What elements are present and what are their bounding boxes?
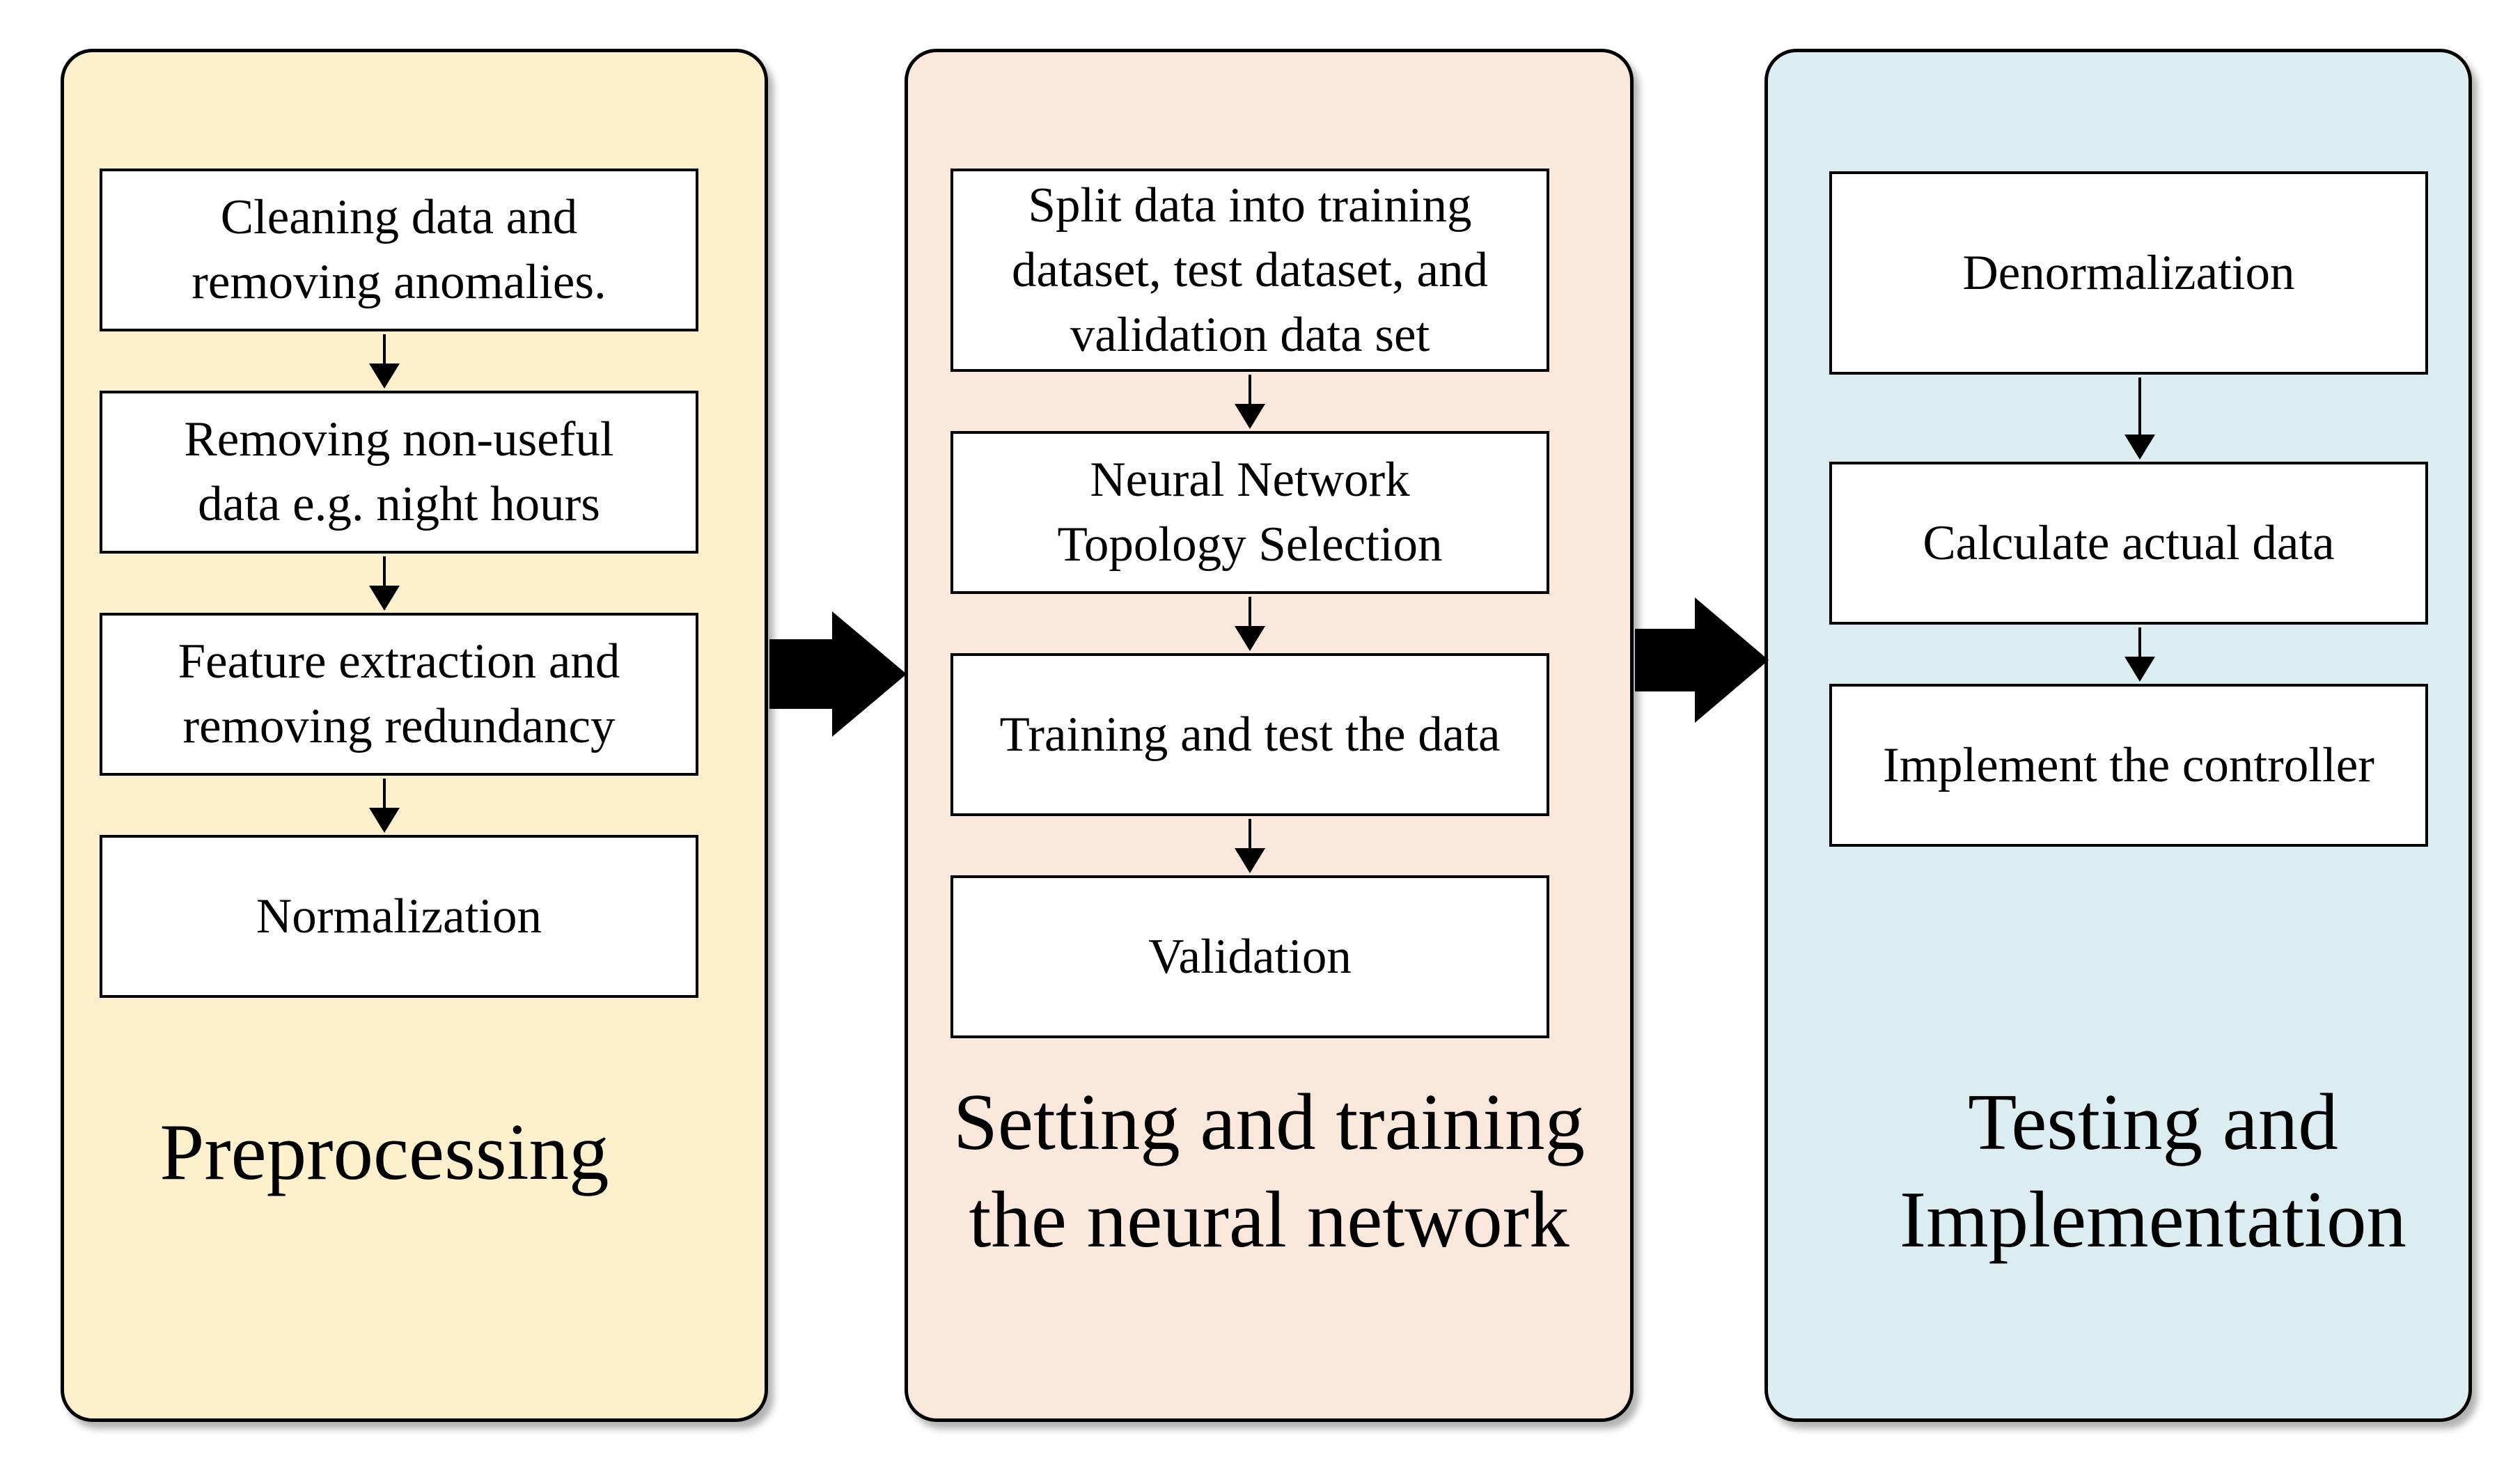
step-split-data: Split data into training dataset, test d… (950, 169, 1549, 372)
training-title: Setting and training the neural network (953, 1078, 1586, 1264)
step-normalization: Normalization (100, 835, 698, 998)
preprocessing-title: Preprocessing (159, 1108, 609, 1196)
step-calculate-actual-data: Calculate actual data (1829, 462, 2428, 625)
testing-title: Testing and Implementation (1899, 1078, 2407, 1264)
step-validation: Validation (950, 875, 1549, 1038)
step-feature-extraction: Feature extraction and removing redundan… (100, 613, 698, 776)
step-cleaning-data: Cleaning data and removing anomalies. (100, 169, 698, 331)
step-denormalization: Denormalization (1829, 171, 2428, 375)
step-topology-selection: Neural Network Topology Selection (950, 431, 1549, 594)
block-arrow-right-icon (769, 611, 907, 737)
block-arrow-right-icon (1635, 597, 1769, 723)
step-implement-controller: Implement the controller (1829, 684, 2428, 847)
step-removing-non-useful-data: Removing non-useful data e.g. night hour… (100, 391, 698, 554)
step-training-and-test: Training and test the data (950, 653, 1549, 816)
